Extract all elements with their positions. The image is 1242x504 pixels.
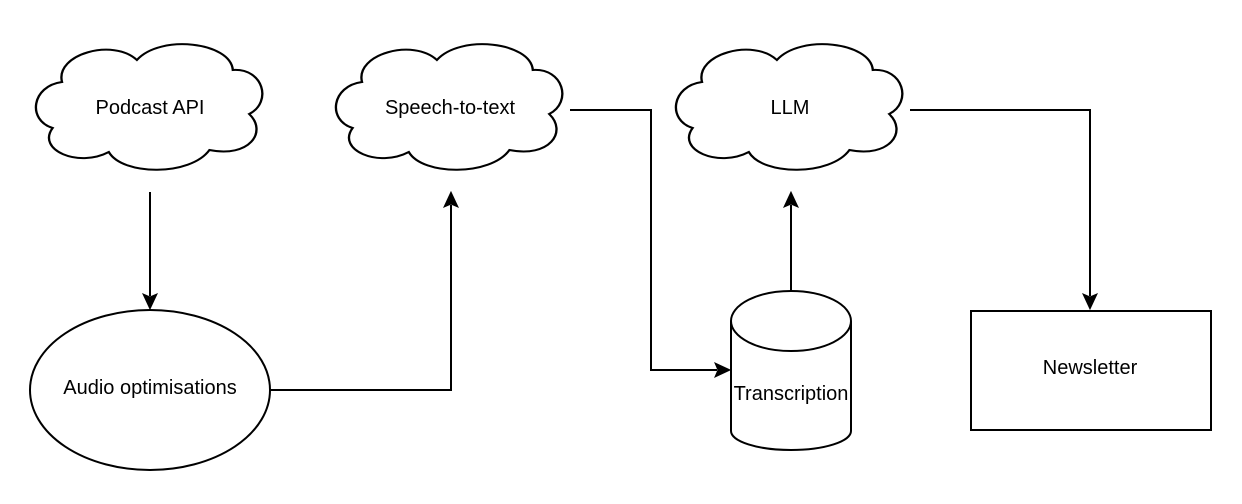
edge-audio-optimisations-to-speech-to-text	[270, 190, 460, 391]
speech-to-text-node[interactable]: Speech-to-text	[334, 43, 564, 171]
edge-llm-to-newsletter	[910, 109, 1099, 311]
podcast-api-label: Podcast API	[96, 97, 205, 119]
edge-transcription-to-llm	[782, 190, 800, 291]
transcription-node[interactable]: Transcription	[730, 290, 852, 451]
edge-speech-to-text-to-transcription	[570, 109, 732, 379]
speech-to-text-label: Speech-to-text	[385, 97, 516, 119]
newsletter-label: Newsletter	[1043, 357, 1138, 379]
edge-podcast-api-to-audio-optimisations	[141, 192, 159, 311]
newsletter-node[interactable]: Newsletter	[970, 310, 1212, 431]
cylinder-top	[730, 290, 852, 352]
audio-optimisations-label: Audio optimisations	[63, 377, 236, 399]
podcast-api-node[interactable]: Podcast API	[34, 43, 264, 171]
audio-optimisations-node[interactable]: Audio optimisations	[29, 309, 271, 471]
llm-label: LLM	[771, 97, 810, 119]
llm-node[interactable]: LLM	[674, 43, 904, 171]
transcription-label: Transcription	[734, 383, 849, 405]
